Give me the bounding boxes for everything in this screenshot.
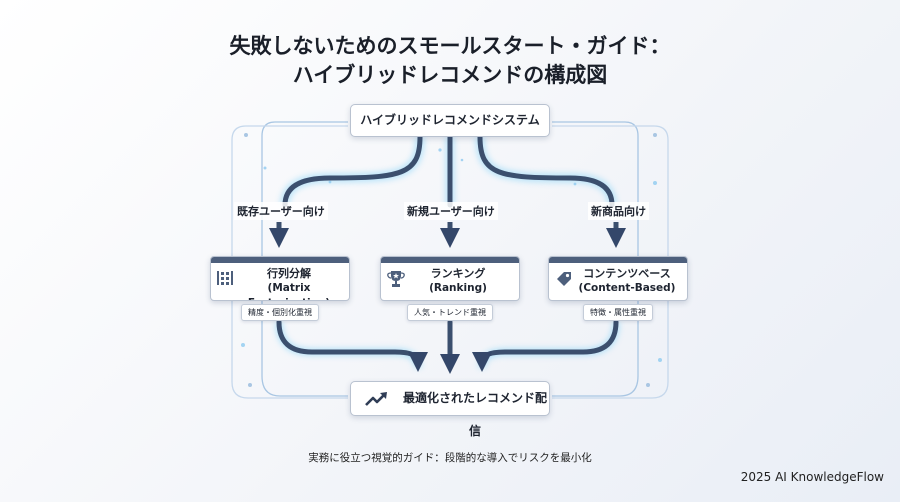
merge-connectors	[276, 319, 619, 374]
tag-icon	[557, 272, 571, 286]
card-title: 行列分解	[267, 267, 311, 280]
footnote: 実務に役立つ視覚的ガイド：段階的な導入でリスクを最小化	[308, 452, 592, 464]
card-tag: 人気・トレンド重視	[407, 304, 493, 321]
trophy-icon	[387, 271, 405, 287]
card-subtitle: (Content-Based)	[578, 282, 676, 294]
page-title: 失敗しないためのスモールスタート・ガイド：	[229, 34, 671, 58]
card-header-bar	[381, 257, 519, 263]
credit-text: 2025 AI KnowledgeFlow	[740, 470, 884, 484]
card-tag: 精度・個別化重視	[241, 304, 319, 321]
hybrid-system-node: ハイブリッドレコメンドシステム	[350, 104, 550, 137]
card-header-bar	[211, 257, 349, 263]
card-subtitle: (Ranking)	[429, 282, 487, 294]
card-ranking: ランキング (Ranking) 人気・トレンド重視	[380, 256, 520, 321]
card-subtitle: (Matrix Factorization)	[248, 282, 330, 300]
card-title: ランキング	[430, 267, 486, 280]
card-content-based: コンテンツベース (Content-Based) 特徴・属性重視	[548, 256, 688, 321]
hybrid-system-label: ハイブリッドレコメンドシステム	[360, 113, 540, 127]
optimized-delivery-node: 最適化されたレコメンド配信	[350, 381, 550, 438]
trend-up-icon	[365, 392, 387, 406]
card-title: コンテンツベース	[583, 267, 671, 280]
page-subtitle: ハイブリッドレコメンドの構成図	[292, 63, 608, 87]
branch-label-new-products: 新商品向け	[588, 202, 649, 220]
card-tag: 特徴・属性重視	[583, 304, 653, 321]
matrix-grid-icon	[217, 271, 233, 285]
branch-label-new-users: 新規ユーザー向け	[404, 202, 498, 220]
card-header-bar	[549, 257, 687, 263]
branch-connectors	[282, 134, 615, 208]
branch-label-existing-users: 既存ユーザー向け	[234, 202, 328, 220]
optimized-delivery-label: 最適化されたレコメンド配信	[402, 391, 547, 438]
card-matrix-factorization: 行列分解 (Matrix Factorization) 精度・個別化重視	[210, 256, 350, 321]
